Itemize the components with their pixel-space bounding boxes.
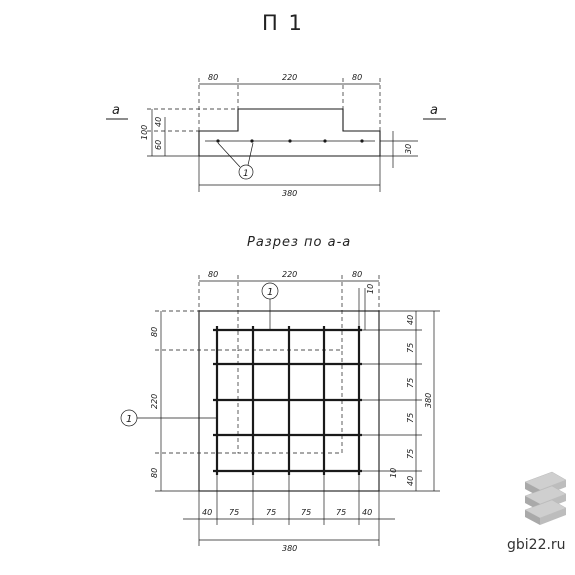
dim-label: 10 bbox=[389, 468, 398, 478]
dim-label: 75 bbox=[406, 343, 415, 353]
dim-label: 80 bbox=[150, 327, 159, 337]
rebar-dot bbox=[360, 139, 364, 143]
dim-label: 100 bbox=[140, 125, 149, 140]
dim-label: 75 bbox=[301, 508, 311, 517]
elevation-view: 80 220 80 100 40 60 30 380 а а 1 bbox=[106, 73, 446, 198]
drawing-title: П 1 bbox=[262, 11, 304, 35]
dim-label: 75 bbox=[229, 508, 239, 517]
dim-label: 75 bbox=[406, 413, 415, 423]
dim-label: 380 bbox=[282, 189, 297, 198]
callout-label: 1 bbox=[243, 169, 249, 179]
rebar-dot bbox=[288, 139, 292, 143]
rebar-grid-horizontal bbox=[213, 328, 362, 473]
dim-label: 10 bbox=[366, 284, 375, 294]
dim-label: 220 bbox=[282, 73, 297, 82]
dim-label: 40 bbox=[154, 117, 163, 127]
dim-label: 220 bbox=[150, 394, 159, 409]
dim-label: 80 bbox=[208, 73, 218, 82]
rebar-dot bbox=[216, 139, 220, 143]
logo-slab-side bbox=[525, 510, 540, 525]
rebar-dot bbox=[250, 139, 254, 143]
callout-label: 1 bbox=[267, 287, 273, 298]
plan-view: 80 220 80 10 1 80 220 80 1 40 75 bbox=[120, 270, 440, 553]
dim-label: 40 bbox=[362, 508, 372, 517]
dim-label: 60 bbox=[154, 140, 163, 150]
dim-label: 40 bbox=[406, 476, 415, 486]
section-mark-right: а bbox=[430, 103, 438, 118]
footing-outline bbox=[198, 108, 381, 157]
rebar-grid-vertical bbox=[215, 326, 361, 475]
dim-label: 80 bbox=[150, 468, 159, 478]
section-title: Разрез по а-а bbox=[247, 235, 351, 250]
watermark-text: gbi22.ru bbox=[507, 537, 566, 553]
dim-label: 80 bbox=[352, 270, 362, 279]
dim-label: 40 bbox=[202, 508, 212, 517]
logo-slab-front bbox=[540, 508, 566, 525]
dim-label: 40 bbox=[406, 315, 415, 325]
callout-label: 1 bbox=[126, 414, 132, 425]
rebar-dot bbox=[323, 139, 327, 143]
section-mark-left: а bbox=[112, 103, 120, 118]
dim-label: 80 bbox=[208, 270, 218, 279]
rebar-dots bbox=[216, 139, 364, 143]
dim-label: 75 bbox=[336, 508, 346, 517]
dim-label: 75 bbox=[406, 378, 415, 388]
dim-label: 220 bbox=[282, 270, 297, 279]
dim-label: 380 bbox=[282, 544, 297, 553]
dim-label: 80 bbox=[352, 73, 362, 82]
dim-label: 30 bbox=[404, 144, 413, 154]
callout-circle bbox=[238, 164, 254, 180]
leader-line bbox=[217, 142, 241, 168]
dim-label: 380 bbox=[424, 393, 433, 408]
dim-label: 75 bbox=[266, 508, 276, 517]
watermark-logo bbox=[524, 471, 567, 525]
dim-label: 75 bbox=[406, 449, 415, 459]
leader-line bbox=[247, 142, 254, 166]
